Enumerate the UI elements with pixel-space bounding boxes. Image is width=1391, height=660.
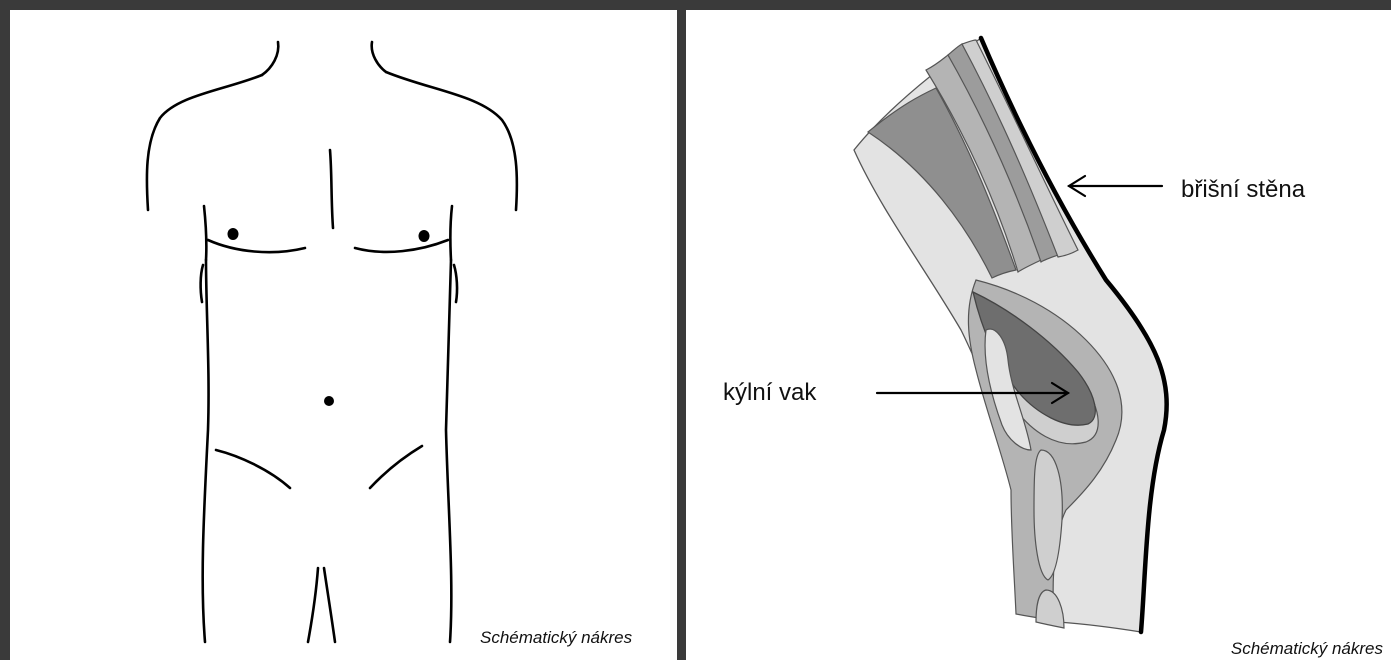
left-pectoral-line (208, 240, 305, 252)
left-nipple (228, 228, 239, 240)
right-torso-side (446, 260, 451, 642)
right-shoulder-arm (386, 72, 517, 210)
neck-left-line (262, 42, 278, 75)
caption-right: Schématický nákres (1231, 639, 1383, 659)
torso-drawing (10, 10, 677, 660)
border-top (0, 0, 1391, 10)
left-thigh-inner (308, 568, 318, 642)
left-shoulder-arm (147, 75, 262, 210)
navel (324, 396, 334, 406)
neck-right-line (372, 42, 386, 72)
panel-divider (677, 0, 686, 660)
right-arm-crease (454, 265, 457, 302)
right-pectoral-line (355, 240, 448, 252)
border-left (0, 0, 10, 660)
right-thigh-inner (324, 568, 335, 642)
right-nipple (419, 230, 430, 242)
torso-panel: Schématický nákres (10, 10, 677, 660)
left-arm-crease (201, 265, 203, 302)
left-torso-side (203, 260, 209, 642)
cross-section-drawing (686, 10, 1391, 660)
left-inguinal-line (216, 450, 290, 488)
abdominal-wall-label: břišní stěna (1181, 176, 1305, 204)
cross-section-panel: břišní stěna kýlní vak Schématický nákre… (686, 10, 1391, 660)
right-armpit (450, 206, 452, 260)
right-inguinal-line (370, 446, 422, 488)
hernia-sac-label: kýlní vak (723, 379, 816, 407)
left-armpit (204, 206, 206, 260)
sternum-line (330, 150, 333, 228)
caption-left: Schématický nákres (480, 628, 632, 648)
